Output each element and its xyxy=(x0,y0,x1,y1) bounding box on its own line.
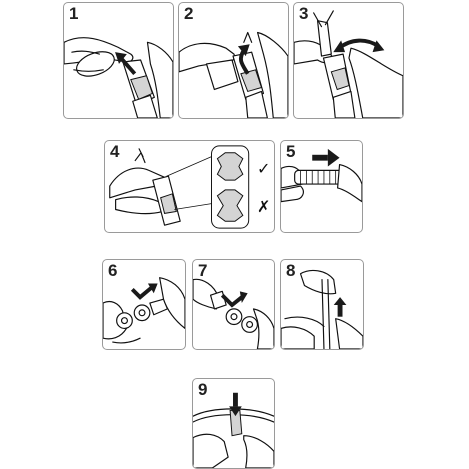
arrow-icon xyxy=(237,44,250,75)
up-arrow-icon xyxy=(333,297,347,317)
arrow-icon xyxy=(115,52,137,76)
step-panel-1: 1 xyxy=(63,2,174,119)
arrow-icon xyxy=(220,291,248,308)
step-panel-8: 8 xyxy=(280,259,364,350)
step-panel-5: 5 xyxy=(280,140,363,233)
step-number: 4 xyxy=(110,142,120,161)
step-8-illustration xyxy=(281,269,363,349)
check-mark-icon: ✓ xyxy=(257,159,271,178)
step-number: 5 xyxy=(286,142,296,161)
step-panel-3: 3 xyxy=(293,2,404,119)
step-panel-6: 6 xyxy=(102,259,186,350)
step-panel-4: ✓ ✗ 4 xyxy=(104,140,275,233)
step-number: 7 xyxy=(198,261,208,280)
step-number: 6 xyxy=(108,261,118,280)
arrow-icon xyxy=(130,283,158,300)
step-number: 3 xyxy=(299,4,309,23)
step-number: 1 xyxy=(69,4,79,23)
step-number: 2 xyxy=(184,4,194,23)
shape-comparison xyxy=(211,145,250,229)
step-5-illustration xyxy=(281,163,362,203)
step-panel-7: 7 xyxy=(192,259,275,350)
down-arrow-icon xyxy=(229,392,242,417)
step-number: 8 xyxy=(286,261,296,280)
step-3-illustration xyxy=(294,10,403,118)
cross-mark-icon: ✗ xyxy=(257,197,271,216)
step-1-illustration xyxy=(64,37,173,118)
right-arrow-icon xyxy=(312,148,340,167)
step-panel-9: 9 xyxy=(192,378,275,469)
step-number: 9 xyxy=(198,380,208,399)
double-arrow-icon xyxy=(333,38,385,53)
step-panel-2: 2 xyxy=(178,2,289,119)
step-4-illustration xyxy=(109,148,212,226)
step-7-illustration xyxy=(193,278,274,349)
step-6-illustration xyxy=(103,277,185,344)
